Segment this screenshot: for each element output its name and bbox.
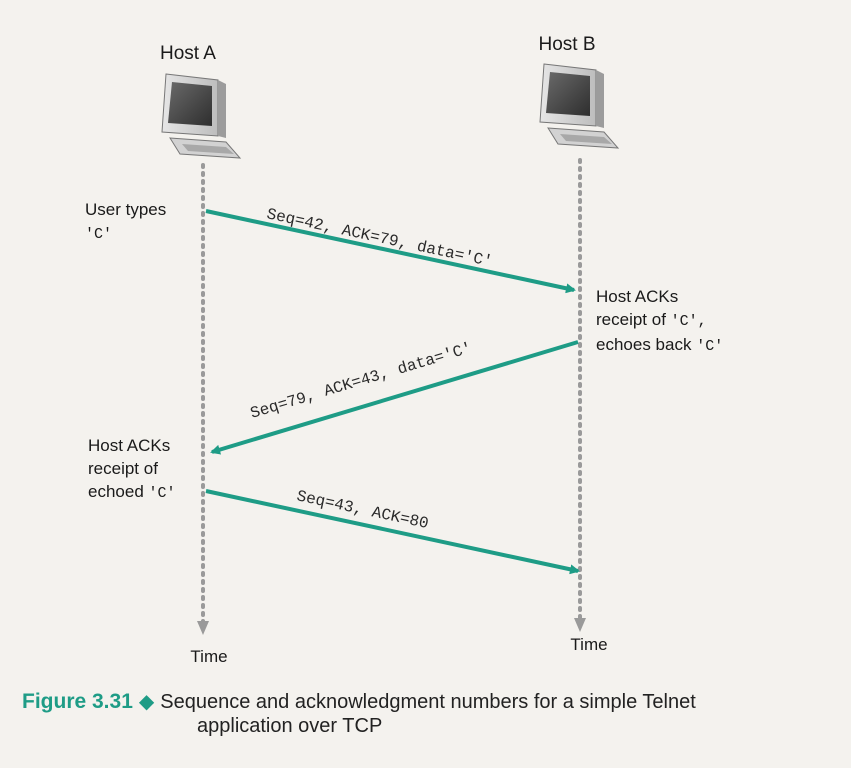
host-b-time-label: Time — [570, 635, 607, 654]
message-arrow-3 — [205, 489, 580, 575]
host-a-time-label: Time — [190, 647, 227, 666]
event-user-types: User types 'C' — [85, 200, 167, 243]
computer-icon-host-b — [539, 63, 620, 149]
message-arrow-1 — [205, 209, 576, 294]
caption-text-line1: Sequence and acknowledgment numbers for … — [160, 691, 696, 713]
figure-caption: Figure 3.31◆Sequence and acknowledgment … — [22, 690, 842, 738]
computer-icon-host-a — [161, 73, 242, 159]
host-b-label: Host B — [538, 34, 595, 55]
message-label-2: Seq=79, ACK=43, data='C' — [248, 339, 474, 422]
figure-number: Figure 3.31 — [22, 690, 133, 713]
message-label-1: Seq=42, ACK=79, data='C' — [265, 205, 494, 271]
event-host-a-ack: Host ACKs receipt of echoed 'C' — [88, 436, 176, 502]
message-arrow-2 — [210, 340, 579, 455]
diamond-icon: ◆ — [138, 691, 155, 713]
event-host-b-ack: Host ACKs receipt of 'C', echoes back 'C… — [596, 287, 724, 355]
caption-text-line2: application over TCP — [197, 715, 383, 737]
host-a-label: Host A — [160, 43, 216, 64]
